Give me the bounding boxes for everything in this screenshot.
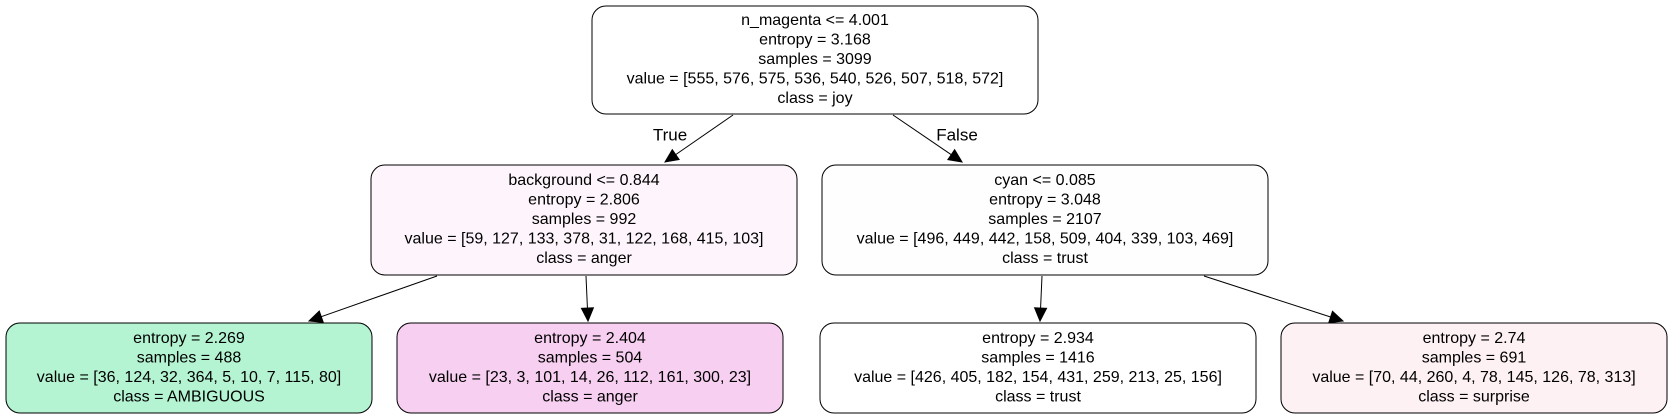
edge-label: True	[653, 125, 687, 144]
node-box	[821, 164, 1269, 276]
edge-right-to-right-left	[1033, 275, 1048, 323]
edge-line	[1040, 275, 1043, 309]
node-box	[1280, 322, 1668, 414]
node-line: samples = 3099	[758, 51, 872, 68]
node-line: entropy = 2.806	[528, 192, 640, 209]
node-line: entropy = 3.048	[989, 192, 1101, 209]
tree-node-left-left: entropy = 2.269 samples = 488 value = [36,…	[5, 322, 373, 414]
node-line: value = [496, 449, 442, 158, 509, 404, 3…	[857, 231, 1234, 248]
edge-line	[321, 275, 438, 318]
node-line: samples = 691	[1422, 349, 1527, 366]
node-line: class = anger	[542, 388, 638, 405]
tree-node-right-left: entropy = 2.934 samples = 1416 value = [42…	[819, 322, 1257, 414]
node-line: samples = 2107	[988, 211, 1102, 228]
node-line: background <= 0.844	[508, 172, 659, 189]
edge-line	[585, 275, 588, 309]
node-line: samples = 992	[532, 211, 637, 228]
node-line: value = [59, 127, 133, 378, 31, 122, 168…	[405, 231, 764, 248]
node-box	[5, 322, 373, 414]
node-box	[396, 322, 784, 414]
edge-right-to-right-right	[1203, 275, 1345, 324]
arrowhead-icon	[664, 148, 680, 163]
node-line: cyan <= 0.085	[994, 172, 1096, 189]
node-line: entropy = 2.934	[982, 330, 1094, 347]
node-line: class = trust	[995, 388, 1081, 405]
node-line: entropy = 2.269	[133, 330, 245, 347]
node-line: class = trust	[1002, 250, 1088, 267]
arrowhead-icon	[947, 148, 963, 163]
node-line: n_magenta <= 4.001	[741, 12, 889, 29]
edges-layer: True False	[307, 114, 1345, 324]
node-line: entropy = 2.74	[1423, 330, 1526, 347]
tree-node-right: cyan <= 0.085 entropy = 3.048 samples = 21…	[821, 164, 1269, 276]
edge-line	[892, 114, 952, 156]
edge-left-to-left-left	[307, 275, 438, 323]
tree-node-right-right: entropy = 2.74 samples = 691 value = [70, …	[1280, 322, 1668, 414]
arrowhead-icon	[1328, 310, 1345, 324]
node-line: value = [23, 3, 101, 14, 26, 112, 161, 3…	[429, 369, 751, 386]
edge-left-to-left-right	[580, 275, 595, 323]
node-box	[370, 164, 798, 276]
node-line: class = AMBIGUOUS	[113, 388, 265, 405]
tree-node-left: background <= 0.844 entropy = 2.806 sample…	[370, 164, 798, 276]
node-line: entropy = 2.404	[534, 330, 646, 347]
node-line: class = surprise	[1418, 388, 1530, 405]
node-line: entropy = 3.168	[759, 32, 871, 49]
node-line: value = [70, 44, 260, 4, 78, 145, 126, 7…	[1312, 369, 1635, 386]
edge-line	[1203, 275, 1331, 318]
node-line: samples = 488	[137, 349, 242, 366]
node-box	[819, 322, 1257, 414]
tree-node-root: n_magenta <= 4.001 entropy = 3.168 samples…	[591, 5, 1039, 115]
node-line: value = [36, 124, 32, 364, 5, 10, 7, 115…	[37, 369, 341, 386]
edge-root-to-left: True	[653, 114, 734, 163]
nodes-layer: n_magenta <= 4.001 entropy = 3.168 samples…	[5, 5, 1668, 414]
arrowhead-icon	[307, 310, 324, 323]
node-line: class = anger	[536, 250, 632, 267]
tree-node-left-right: entropy = 2.404 samples = 504 value = [23,…	[396, 322, 784, 414]
node-box	[591, 5, 1039, 115]
node-line: value = [555, 576, 575, 536, 540, 526, 5…	[627, 71, 1004, 88]
edge-label: False	[936, 125, 978, 144]
arrowhead-icon	[580, 307, 595, 323]
node-line: value = [426, 405, 182, 154, 431, 259, 2…	[854, 369, 1222, 386]
node-line: samples = 504	[538, 349, 643, 366]
arrowhead-icon	[1033, 307, 1048, 323]
edge-line	[675, 114, 734, 156]
edge-root-to-right: False	[892, 114, 978, 163]
node-line: samples = 1416	[981, 349, 1095, 366]
node-line: class = joy	[777, 90, 852, 107]
